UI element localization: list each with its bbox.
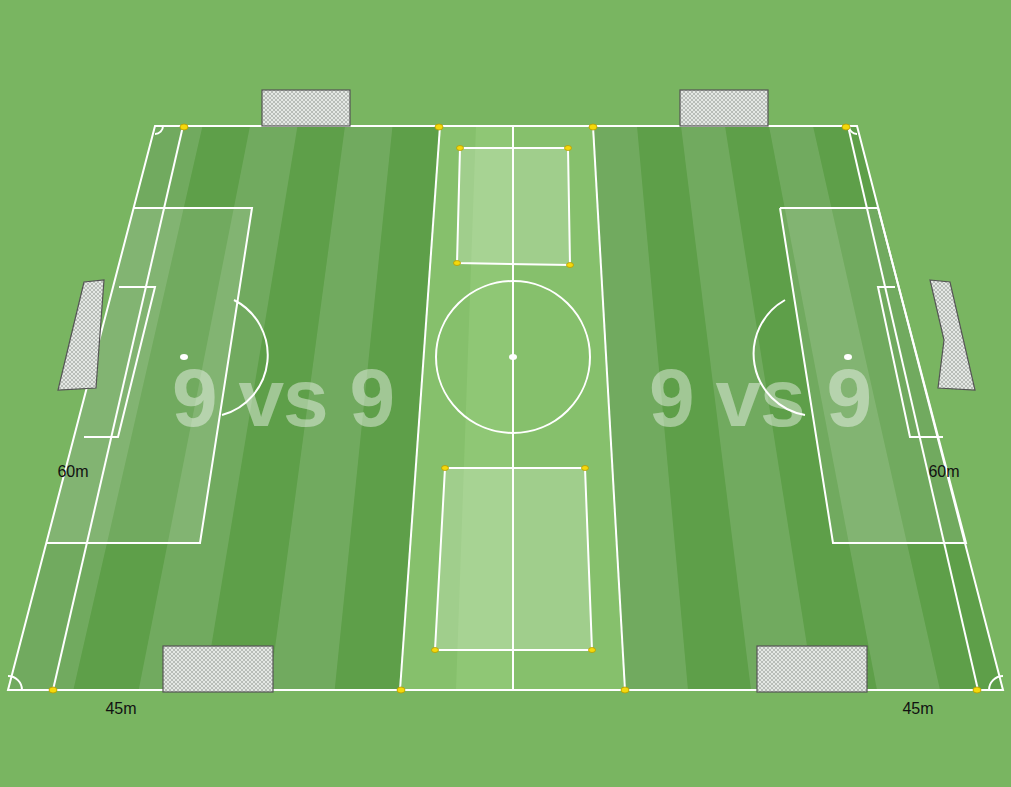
dimension-label: 60m (928, 463, 959, 481)
team-format-label: 9 vs 9 (649, 351, 871, 445)
team-format-label: 9 vs 9 (172, 351, 394, 445)
cone (49, 124, 981, 693)
dimension-label: 45m (902, 700, 933, 718)
pitch-lines (8, 126, 1003, 690)
dimension-label: 60m (57, 463, 88, 481)
dimension-label: 45m (105, 700, 136, 718)
pitch-ground (8, 126, 1003, 690)
centre-zone (400, 126, 625, 690)
small-goal (58, 90, 975, 692)
